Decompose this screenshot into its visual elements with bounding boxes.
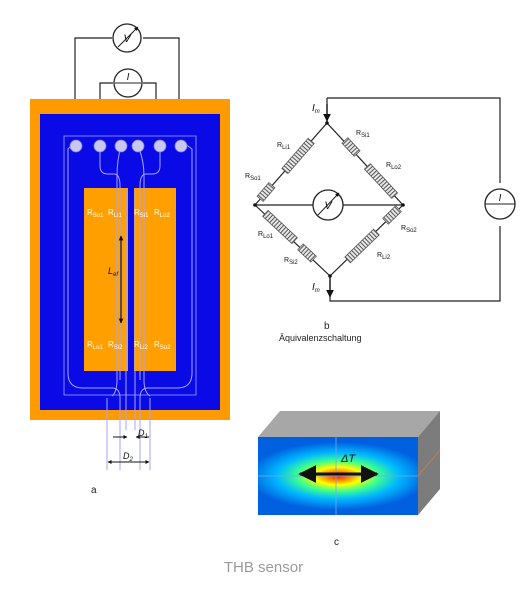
label-r-li1: RLi1: [277, 142, 291, 151]
resistor-so1: [256, 182, 276, 202]
dimension-d2: D2: [107, 451, 150, 464]
bridge-current-source-label: I: [499, 193, 502, 204]
effective-length-indicator: Lef: [108, 235, 124, 324]
panel-b-subtitle: Äquivalenzschaltung: [279, 333, 362, 343]
equivalent-circuit-panel: V I Im Im RLi1 RSo1 RSi1 RLo2 RLo1 RSi2 …: [245, 97, 516, 343]
resistor-lo2: [363, 163, 399, 199]
label-r-lo2: RLo2: [386, 162, 402, 171]
resistor-li2: [344, 228, 380, 264]
resistor-label: RLi1: [108, 208, 122, 219]
d2-label: D2: [123, 451, 134, 463]
current-label-top: Im: [312, 103, 320, 115]
label-r-so2: RSo2: [401, 225, 417, 234]
resistor-so2: [382, 205, 402, 225]
bridge-labels: Im Im RLi1 RSo1 RSi1 RLo2 RLo1 RSi2 RSo2…: [245, 103, 417, 294]
block-top-face: [258, 411, 440, 437]
resistor-label: RLo2: [154, 208, 170, 219]
resistor-si2: [297, 243, 317, 263]
resistor-label: RLo1: [87, 340, 103, 351]
voltmeter: V: [112, 23, 142, 53]
contact-pad: [93, 139, 107, 153]
bridge-wires: [254, 97, 501, 302]
node: [253, 203, 257, 207]
resistor-labels-top: RSo1 RLi1 RSi1 RLo2: [87, 208, 170, 219]
contact-pads: [69, 139, 188, 153]
contact-pad: [131, 139, 145, 153]
node: [325, 121, 329, 125]
resistor-label: RSi1: [134, 208, 149, 219]
bridge-voltmeter-label: V: [324, 200, 333, 212]
temperature-field-panel: ΔT c: [258, 411, 441, 548]
sensor-layout-panel: V I: [30, 23, 230, 496]
resistor-si1: [341, 137, 361, 157]
bridge-nodes: [253, 121, 405, 278]
d1-label: D1: [138, 428, 148, 440]
label-r-so1: RSo1: [245, 173, 261, 182]
dimension-d1: D1: [113, 428, 149, 440]
resistor-lo1: [262, 209, 298, 245]
panel-b-label: b: [324, 321, 330, 332]
contact-pad: [153, 139, 167, 153]
bridge-voltmeter: V: [312, 189, 344, 221]
resistor-label: RSi2: [108, 340, 123, 351]
heater-strip-right: [134, 188, 176, 371]
panel-c-label: c: [334, 537, 339, 548]
bridge-resistors: [256, 137, 402, 264]
contact-pad: [114, 139, 128, 153]
label-r-si2: RSi2: [284, 257, 298, 266]
resistor-li1: [281, 137, 315, 175]
voltmeter-label: V: [123, 33, 132, 45]
label-r-si1: RSi1: [356, 130, 370, 139]
conductor-traces: [63, 135, 197, 470]
effective-length-label: Lef: [108, 266, 119, 278]
bridge-current-source: I: [484, 188, 516, 220]
panel-a-label: a: [91, 485, 97, 496]
node: [401, 203, 405, 207]
node: [328, 274, 332, 278]
resistor-label: RSo2: [154, 340, 171, 351]
label-r-lo1: RLo1: [258, 231, 274, 240]
figure-caption: THB sensor: [223, 559, 304, 576]
insulating-layer: [40, 114, 220, 410]
resistor-label: RLi2: [134, 340, 148, 351]
current-label-bottom: Im: [312, 282, 320, 294]
resistor-label: RSo1: [87, 208, 104, 219]
delta-t-label: ΔT: [340, 453, 356, 465]
current-source-label: I: [127, 72, 130, 83]
label-r-li2: RLi2: [377, 252, 391, 261]
contact-pad: [174, 139, 188, 153]
side-center-line: [417, 449, 441, 477]
current-source: I: [113, 68, 143, 98]
resistor-labels-bottom: RLo1 RSi2 RLi2 RSo2: [87, 340, 171, 351]
contact-pad: [69, 139, 83, 153]
